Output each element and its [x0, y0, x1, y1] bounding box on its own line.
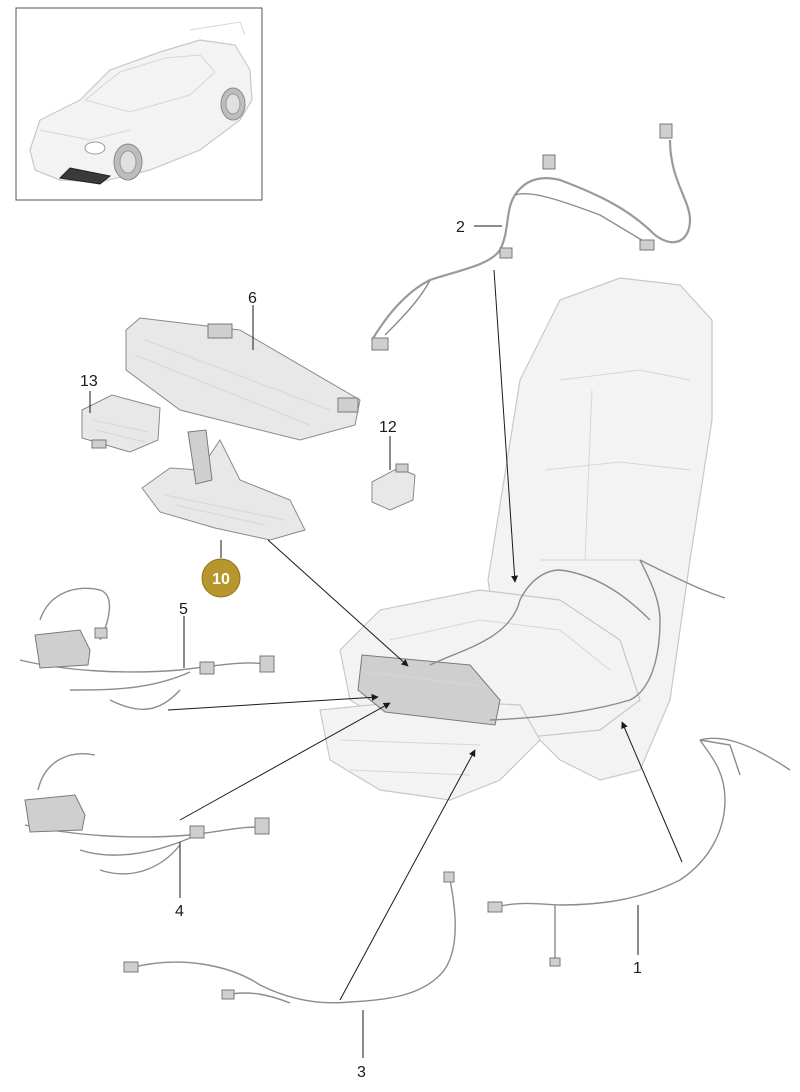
- callout-6: 6: [248, 290, 257, 307]
- callout-5: 5: [179, 601, 188, 618]
- callout-4: 4: [175, 903, 184, 920]
- car-illustration: [29, 21, 253, 185]
- callout-3: 3: [357, 1064, 366, 1081]
- callout-10-badge[interactable]: 10: [201, 558, 241, 598]
- vehicle-thumbnail: [15, 7, 263, 201]
- part-10-frame: [141, 429, 306, 541]
- part-12-module: [371, 463, 416, 511]
- part-6-bracket: [125, 317, 361, 441]
- part-1-harness: [487, 737, 791, 967]
- callout-10: 10: [212, 571, 230, 588]
- seat-module-installed: [357, 654, 501, 726]
- callout-12: 12: [379, 419, 397, 436]
- part-4-harness: [24, 753, 270, 875]
- part-3-harness: [123, 871, 456, 1004]
- part-2-harness: [371, 123, 692, 351]
- callout-labels: 2 6 13 12 5 4 3 1: [80, 219, 642, 1081]
- leader-lines: [89, 225, 683, 1058]
- callout-1: 1: [633, 960, 642, 977]
- highlight-badge: [201, 558, 241, 598]
- seat-wiring: [429, 559, 726, 721]
- callout-13: 13: [80, 373, 98, 390]
- callout-2: 2: [456, 219, 465, 236]
- part-13-module: [81, 394, 161, 453]
- part-5-harness: [19, 587, 275, 710]
- seat-assembly: [319, 277, 713, 801]
